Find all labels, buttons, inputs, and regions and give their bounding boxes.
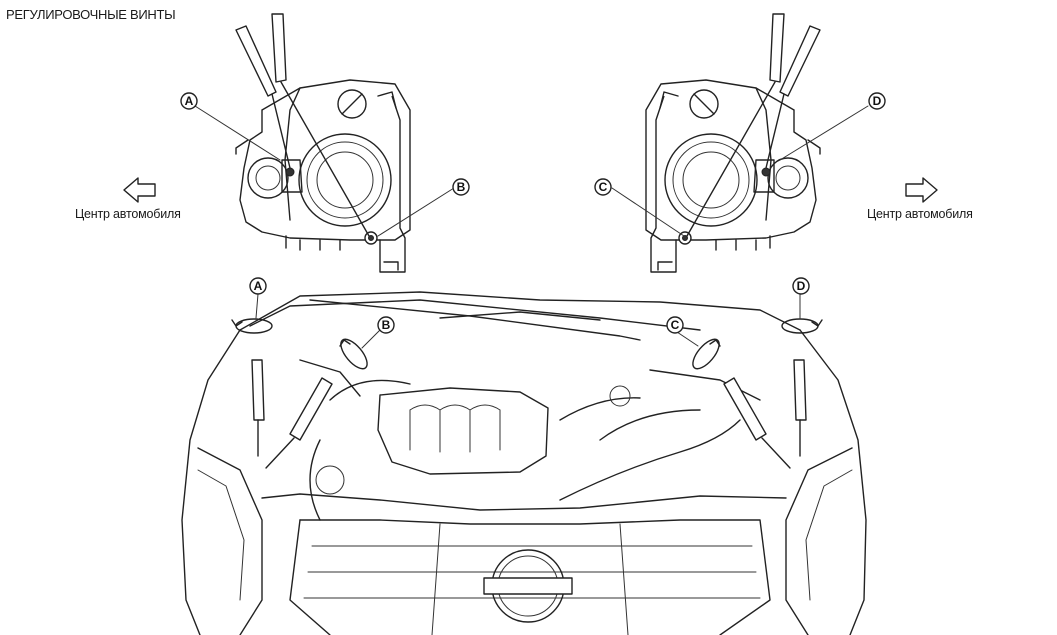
svg-text:C: C <box>671 318 680 332</box>
svg-text:C: C <box>599 180 608 194</box>
svg-text:A: A <box>254 279 263 293</box>
callout-d-top: D <box>868 92 886 110</box>
rotation-arrow-icon <box>692 338 721 370</box>
callout-d-bottom: D <box>792 277 810 295</box>
callout-b-bottom: B <box>377 316 395 334</box>
left-headlamp-unit <box>235 79 411 273</box>
svg-text:B: B <box>457 180 466 194</box>
car-front-view <box>181 291 867 635</box>
right-headlamp-unit <box>645 13 821 273</box>
rotation-arrow-icon <box>781 318 823 334</box>
svg-text:D: D <box>797 279 806 293</box>
callout-a-bottom: A <box>249 277 267 295</box>
callout-a-top: A <box>180 92 198 110</box>
arrow-right-icon <box>905 177 938 203</box>
rotation-arrow-icon <box>231 318 273 334</box>
rotation-arrow-icon <box>339 338 368 370</box>
callout-c-top: C <box>594 178 612 196</box>
svg-text:A: A <box>185 94 194 108</box>
svg-text:B: B <box>382 318 391 332</box>
diagram-title: РЕГУЛИРОВОЧНЫЕ ВИНТЫ <box>6 7 176 22</box>
screwdriver-left-top-a <box>235 25 291 169</box>
svg-text:D: D <box>873 94 882 108</box>
callout-b-top: B <box>452 178 470 196</box>
arrow-left-icon <box>123 177 156 203</box>
screwdriver-left-top-b <box>271 13 370 237</box>
direction-label-right: Центр автомобиля <box>867 207 973 221</box>
callout-c-bottom: C <box>666 316 684 334</box>
direction-label-left: Центр автомобиля <box>75 207 181 221</box>
